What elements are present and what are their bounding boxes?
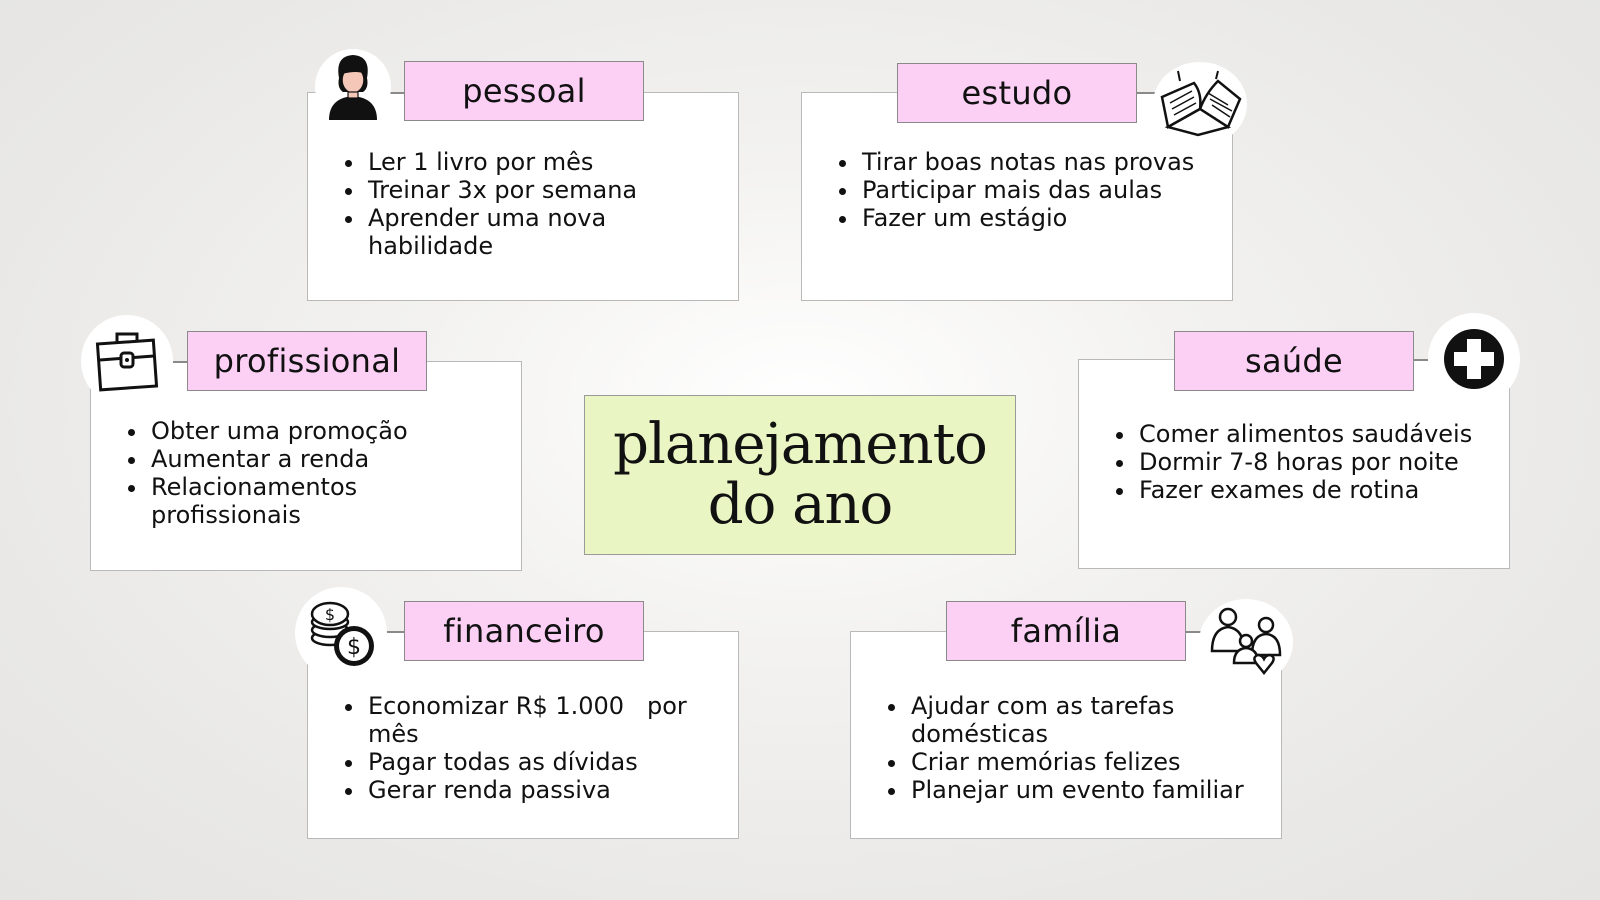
pessoal-list: Ler 1 livro por mês Treinar 3x por seman… bbox=[318, 148, 728, 260]
estudo-connector bbox=[1136, 92, 1166, 94]
list-item: Economizar R$ 1.000 por mês bbox=[366, 692, 728, 748]
profissional-label: profissional bbox=[187, 331, 427, 391]
estudo-label: estudo bbox=[897, 63, 1137, 123]
list-item: Planejar um evento familiar bbox=[909, 776, 1271, 804]
familia-label: família bbox=[946, 601, 1186, 661]
financeiro-connector bbox=[385, 631, 405, 633]
list-item: Aumentar a renda bbox=[149, 445, 511, 473]
familia-icon-circle bbox=[1199, 599, 1293, 685]
briefcase-icon bbox=[95, 332, 159, 392]
list-item: Pagar todas as dívidas bbox=[366, 748, 728, 776]
saude-list: Comer alimentos saudáveis Dormir 7-8 hor… bbox=[1089, 420, 1499, 504]
financeiro-icon-circle: $ $ bbox=[295, 587, 387, 679]
saude-connector bbox=[1412, 359, 1437, 361]
center-title: planejamento do ano bbox=[584, 395, 1016, 555]
list-item: Obter uma promoção bbox=[149, 417, 511, 445]
list-item: Ajudar com as tarefas domésticas bbox=[909, 692, 1271, 748]
pessoal-icon-circle bbox=[315, 49, 391, 125]
profissional-connector bbox=[166, 361, 188, 363]
list-item: Fazer um estágio bbox=[860, 204, 1222, 232]
financeiro-label: financeiro bbox=[404, 601, 644, 661]
svg-text:$: $ bbox=[347, 635, 361, 660]
saude-icon-circle bbox=[1428, 313, 1520, 405]
card-pessoal: Ler 1 livro por mês Treinar 3x por seman… bbox=[307, 92, 739, 301]
center-title-line2: do ano bbox=[707, 472, 894, 537]
open-book-icon bbox=[1160, 70, 1242, 137]
list-item: Criar memórias felizes bbox=[909, 748, 1271, 776]
family-heart-icon bbox=[1210, 607, 1282, 676]
profissional-icon-circle bbox=[81, 315, 173, 407]
list-item: Aprender uma nova habilidade bbox=[366, 204, 728, 260]
financeiro-list: Economizar R$ 1.000 por mês Pagar todas … bbox=[318, 692, 728, 804]
list-item: Tirar boas notas nas provas bbox=[860, 148, 1222, 176]
list-item: Fazer exames de rotina bbox=[1137, 476, 1499, 504]
list-item: Gerar renda passiva bbox=[366, 776, 728, 804]
card-financeiro: Economizar R$ 1.000 por mês Pagar todas … bbox=[307, 631, 739, 839]
pessoal-label: pessoal bbox=[404, 61, 644, 121]
card-saude: Comer alimentos saudáveis Dormir 7-8 hor… bbox=[1078, 359, 1510, 569]
card-profissional: Obter uma promoção Aumentar a renda Rela… bbox=[90, 361, 522, 571]
familia-connector bbox=[1185, 631, 1210, 633]
list-item: Treinar 3x por semana bbox=[366, 176, 728, 204]
estudo-icon-circle bbox=[1153, 62, 1247, 146]
saude-label: saúde bbox=[1174, 331, 1414, 391]
profissional-list: Obter uma promoção Aumentar a renda Rela… bbox=[101, 417, 511, 529]
svg-text:$: $ bbox=[325, 605, 335, 624]
list-item: Participar mais das aulas bbox=[860, 176, 1222, 204]
list-item: Dormir 7-8 horas por noite bbox=[1137, 448, 1499, 476]
list-item: Comer alimentos saudáveis bbox=[1137, 420, 1499, 448]
medical-cross-icon bbox=[1444, 329, 1504, 389]
coins-dollar-icon: $ $ bbox=[310, 601, 374, 666]
list-item: Ler 1 livro por mês bbox=[366, 148, 728, 176]
estudo-list: Tirar boas notas nas provas Participar m… bbox=[812, 148, 1222, 232]
familia-list: Ajudar com as tarefas domésticas Criar m… bbox=[861, 692, 1271, 804]
center-title-line1: planejamento bbox=[613, 412, 988, 477]
list-item: Relacionamentos profissionais bbox=[149, 473, 511, 529]
woman-avatar-icon bbox=[329, 55, 377, 120]
pessoal-connector bbox=[380, 92, 405, 94]
